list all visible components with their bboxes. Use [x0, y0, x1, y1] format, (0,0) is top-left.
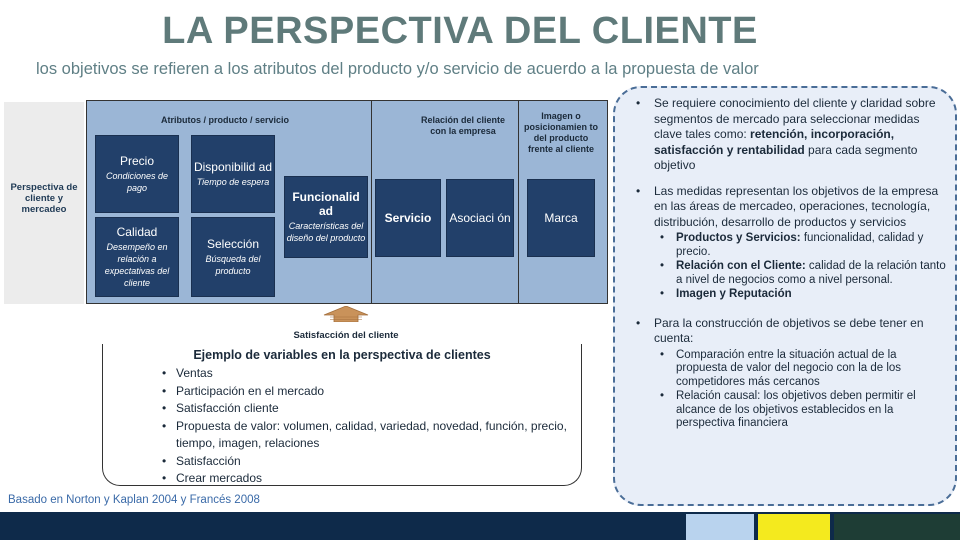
box-asociacion-label: Asociaci ón: [449, 211, 511, 225]
page-title: LA PERSPECTIVA DEL CLIENTE: [162, 10, 758, 52]
box-servicio-label: Servicio: [384, 211, 432, 225]
header-relation: Relación del cliente con la empresa: [420, 115, 506, 136]
box-seleccion: Selección Búsqueda del producto: [191, 217, 275, 297]
note-emphasis: Productos y Servicios:: [676, 232, 801, 244]
footer-block-yellow: [758, 514, 830, 540]
note-text: funcionalidad, calidad y precio.: [676, 232, 924, 258]
list-item: Ventas: [160, 365, 580, 383]
box-precio-label: Precio: [119, 154, 154, 168]
box-funcionalidad-label: Funcionalid ad: [292, 190, 360, 218]
box-funcionalidad: Funcionalid ad Características del diseñ…: [284, 176, 368, 258]
box-seleccion-label: Selección: [206, 237, 260, 251]
up-arrow-icon: [323, 306, 369, 322]
note-text: Se requiere conocimiento del cliente y c…: [654, 96, 936, 141]
section-divider: [518, 100, 519, 304]
note-sublist: Comparación entre la situación actual de…: [632, 349, 948, 431]
list-item: Relación con el Cliente: calidad de la r…: [660, 260, 948, 287]
note-emphasis: Relación con el Cliente:: [676, 260, 806, 272]
note-paragraph: Se requiere conocimiento del cliente y c…: [632, 96, 948, 174]
footer-block-blue: [686, 514, 754, 540]
list-item: Satisfacción cliente: [160, 400, 580, 418]
note-text: para cada segmento objetivo: [654, 142, 918, 173]
page-subtitle: los objetivos se refieren a los atributo…: [36, 60, 759, 78]
box-disponibilidad-label: Disponibilid ad: [193, 160, 273, 174]
list-item: Productos y Servicios: funcionalidad, ca…: [660, 232, 948, 259]
box-servicio: Servicio: [375, 179, 441, 257]
box-calidad-sub: Desempeño en relación a expectativas del…: [104, 242, 170, 288]
example-title: Ejemplo de variables en la perspectiva d…: [193, 348, 491, 362]
box-marca: Marca: [527, 179, 595, 257]
list-item: Satisfacción: [160, 453, 580, 471]
box-asociacion: Asociaci ón: [446, 179, 514, 257]
box-disponibilidad: Disponibilid ad Tiempo de espera: [191, 135, 275, 213]
note-text: calidad de la relación tanto a nivel de …: [676, 260, 946, 286]
note-sublist: Productos y Servicios: funcionalidad, ca…: [632, 232, 948, 302]
note-emphasis: Imagen y Reputación: [676, 288, 792, 300]
box-disponibilidad-sub: Tiempo de espera: [196, 177, 270, 187]
box-calidad: Calidad Desempeño en relación a expectat…: [95, 217, 179, 297]
source-citation: Basado en Norton y Kaplan 2004 y Francés…: [8, 494, 260, 506]
notes-content: Se requiere conocimiento del cliente y c…: [632, 96, 948, 439]
note-paragraph: Para la construcción de objetivos se deb…: [632, 316, 948, 347]
footer-block-green: [834, 514, 960, 540]
note-emphasis: retención, incorporación, satisfacción y…: [654, 127, 895, 157]
list-item: Participación en el mercado: [160, 383, 580, 401]
section-divider: [371, 100, 372, 304]
list-item: Propuesta de valor: volumen, calidad, va…: [160, 418, 580, 453]
box-precio: Precio Condiciones de pago: [95, 135, 179, 213]
box-calidad-label: Calidad: [116, 225, 158, 239]
box-funcionalidad-sub: Características del diseño del producto: [286, 221, 366, 243]
example-list: Ventas Participación en el mercado Satis…: [160, 365, 580, 488]
header-attributes: Atributos / producto / servicio: [160, 115, 289, 125]
list-item: Comparación entre la situación actual de…: [660, 349, 948, 390]
list-item: Crear mercados: [160, 470, 580, 488]
list-item: Relación causal: los objetivos deben per…: [660, 390, 948, 431]
perspective-label: Perspectiva de cliente y mercadeo: [10, 182, 78, 215]
box-marca-label: Marca: [544, 211, 578, 225]
list-item: Imagen y Reputación: [660, 288, 948, 302]
header-image: Imagen o posicionamien to del producto f…: [524, 111, 599, 154]
box-precio-sub: Condiciones de pago: [105, 171, 169, 193]
left-label-background: [4, 102, 84, 304]
note-paragraph: Las medidas representan los objetivos de…: [632, 184, 948, 231]
box-seleccion-sub: Búsqueda del producto: [205, 254, 261, 276]
satisfaction-label: Satisfacción del cliente: [293, 330, 399, 341]
